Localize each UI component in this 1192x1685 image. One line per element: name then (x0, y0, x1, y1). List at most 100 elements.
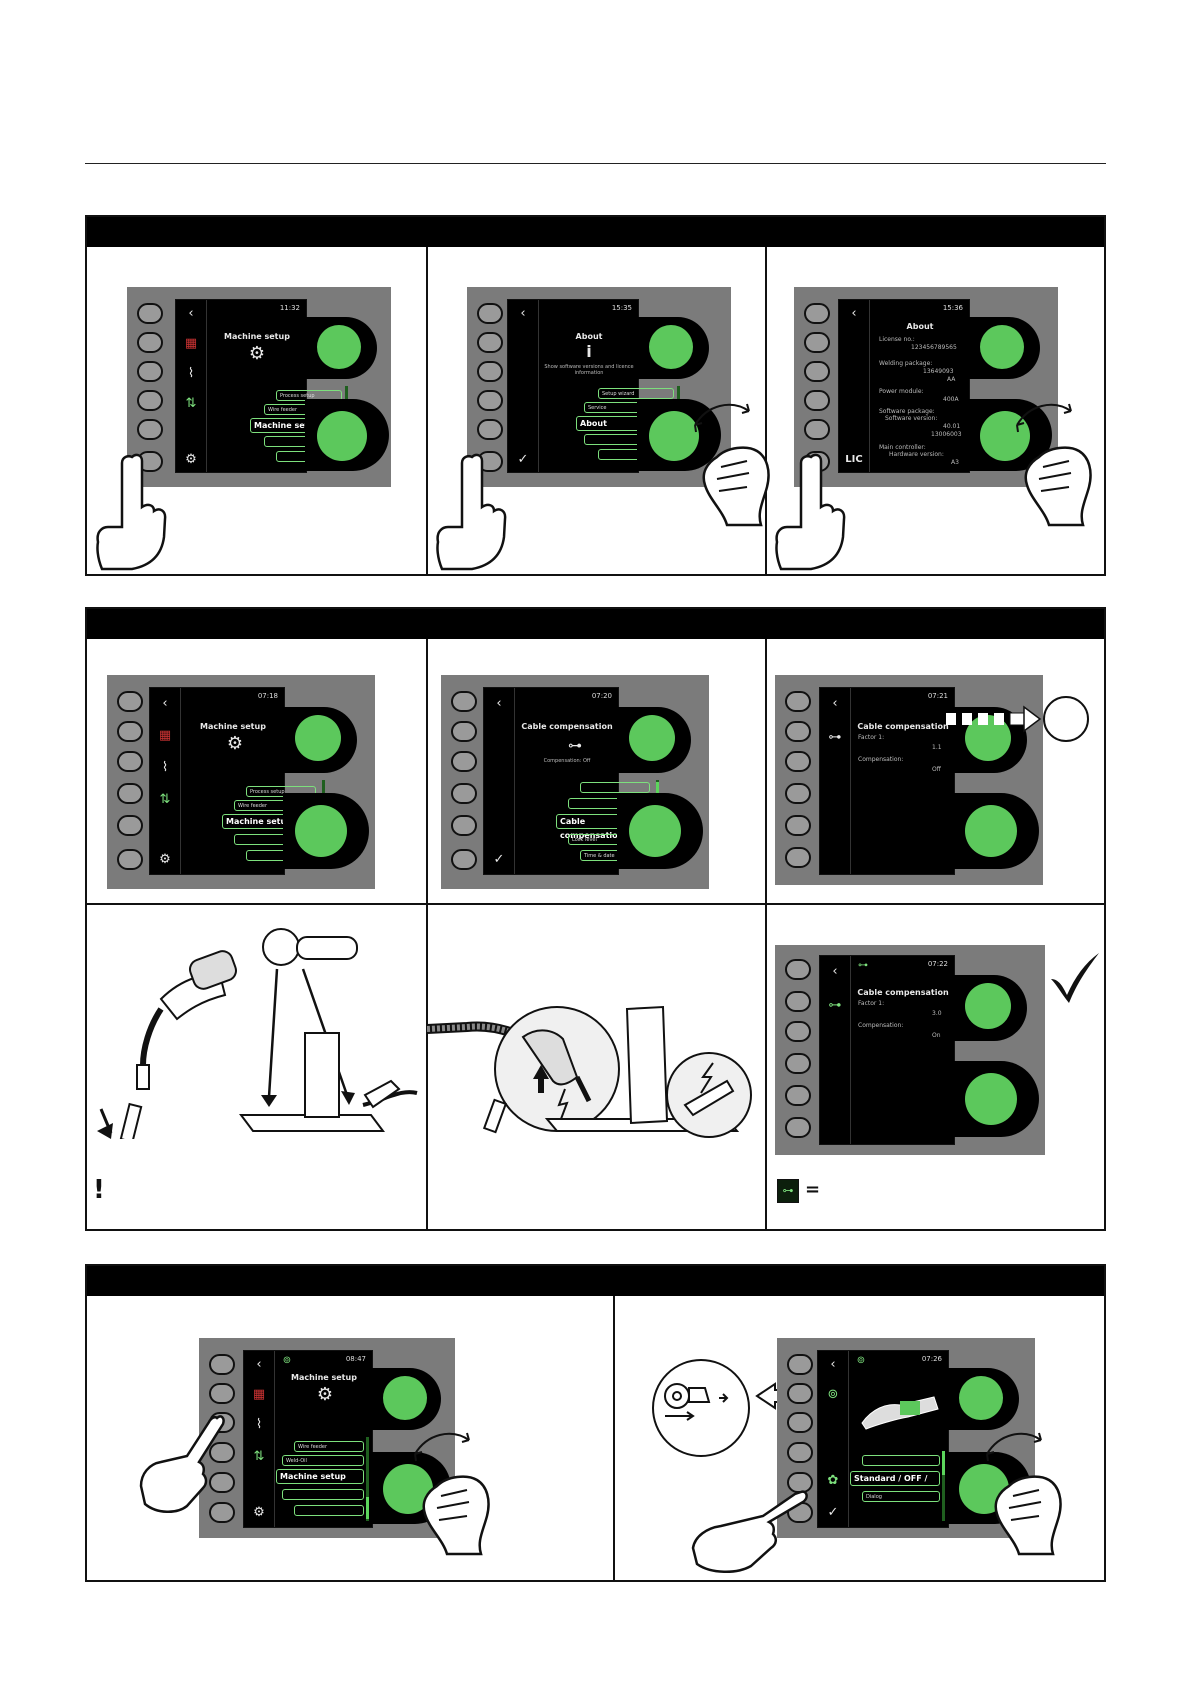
side-button[interactable] (117, 721, 143, 742)
menu-item[interactable]: Process setup (246, 786, 316, 797)
back-icon[interactable]: ‹ (496, 696, 502, 711)
check-icon[interactable]: ✓ (827, 1505, 839, 1520)
side-button[interactable] (787, 1442, 813, 1463)
torch-icon[interactable]: ⌇ (161, 760, 169, 775)
back-icon[interactable]: ‹ (851, 306, 857, 321)
torch-icon[interactable]: ⌇ (255, 1417, 263, 1432)
side-button[interactable] (477, 419, 503, 440)
upper-knob[interactable] (980, 325, 1024, 369)
menu-item-selected[interactable]: Machine setup (276, 1469, 364, 1484)
side-button[interactable] (804, 390, 830, 411)
side-button[interactable] (451, 783, 477, 804)
lower-knob[interactable] (295, 805, 347, 857)
gear-icon[interactable]: ⚙ (253, 1505, 265, 1520)
flag-icon[interactable]: ▦ (158, 728, 172, 743)
side-button[interactable] (209, 1354, 235, 1375)
lower-knob[interactable] (317, 411, 367, 461)
menu-item[interactable] (282, 1489, 364, 1500)
side-button[interactable] (785, 815, 811, 836)
side-button[interactable] (117, 751, 143, 772)
menu-item[interactable]: Setup wizard (598, 388, 674, 399)
licence-icon[interactable]: LIC (845, 454, 863, 465)
lower-knob[interactable] (965, 805, 1017, 857)
side-button[interactable] (137, 419, 163, 440)
side-button[interactable] (787, 1412, 813, 1433)
gear-icon[interactable]: ⚙ (185, 452, 197, 467)
back-icon[interactable]: ‹ (256, 1357, 262, 1372)
back-icon[interactable]: ‹ (832, 964, 838, 979)
side-button[interactable] (477, 332, 503, 353)
upper-knob[interactable] (649, 325, 693, 369)
side-button[interactable] (209, 1472, 235, 1493)
upper-knob[interactable] (959, 1376, 1003, 1420)
side-button[interactable] (785, 847, 811, 868)
side-button[interactable] (785, 783, 811, 804)
menu-item[interactable] (294, 1505, 364, 1516)
wire-feed-icon[interactable]: ⇅ (253, 1449, 265, 1464)
side-button[interactable] (451, 849, 477, 870)
side-button[interactable] (451, 815, 477, 836)
cable-icon[interactable]: ⊶ (828, 730, 842, 745)
upper-knob[interactable] (629, 715, 675, 761)
side-button[interactable] (785, 691, 811, 712)
side-button[interactable] (477, 303, 503, 324)
side-button[interactable] (785, 1053, 811, 1074)
side-button[interactable] (137, 303, 163, 324)
flag-icon[interactable]: ▦ (252, 1387, 266, 1402)
side-button[interactable] (477, 390, 503, 411)
upper-knob[interactable] (383, 1376, 427, 1420)
back-icon[interactable]: ‹ (832, 696, 838, 711)
upper-knob[interactable] (965, 983, 1011, 1029)
side-button[interactable] (804, 303, 830, 324)
side-button[interactable] (785, 721, 811, 742)
side-button[interactable] (137, 361, 163, 382)
side-button[interactable] (117, 815, 143, 836)
torch-icon[interactable]: ⌇ (187, 366, 195, 381)
side-button[interactable] (451, 691, 477, 712)
side-button[interactable] (785, 1085, 811, 1106)
menu-item[interactable]: Dialog (862, 1491, 940, 1502)
side-button[interactable] (804, 332, 830, 353)
menu-item[interactable]: Wire feeder (294, 1441, 364, 1452)
menu-item[interactable] (862, 1455, 940, 1466)
menu-item[interactable]: Weld-Oil (282, 1455, 364, 1466)
upper-knob[interactable] (295, 715, 341, 761)
side-button[interactable] (209, 1502, 235, 1523)
settings-icon[interactable]: ✿ (827, 1473, 839, 1488)
side-button[interactable] (209, 1442, 235, 1463)
back-icon[interactable]: ‹ (162, 696, 168, 711)
check-icon[interactable]: ✓ (493, 852, 505, 867)
side-button[interactable] (451, 721, 477, 742)
side-button[interactable] (785, 959, 811, 980)
side-button[interactable] (785, 991, 811, 1012)
menu-item-selected[interactable]: Standard / OFF / (850, 1471, 940, 1486)
back-icon[interactable]: ‹ (188, 306, 194, 321)
side-button[interactable] (451, 751, 477, 772)
lower-knob[interactable] (629, 805, 681, 857)
side-button[interactable] (137, 332, 163, 353)
back-icon[interactable]: ‹ (520, 306, 526, 321)
side-button[interactable] (787, 1354, 813, 1375)
side-button[interactable] (804, 419, 830, 440)
flag-icon[interactable]: ▦ (184, 336, 198, 351)
upper-knob[interactable] (317, 325, 361, 369)
lower-knob[interactable] (649, 411, 699, 461)
side-button[interactable] (209, 1383, 235, 1404)
side-button[interactable] (137, 390, 163, 411)
menu-item[interactable] (580, 782, 650, 793)
wire-feed-icon[interactable]: ⊚ (827, 1387, 839, 1402)
wire-feed-icon[interactable]: ⇅ (159, 792, 171, 807)
side-button[interactable] (117, 783, 143, 804)
side-button[interactable] (785, 1117, 811, 1138)
back-icon[interactable]: ‹ (830, 1357, 836, 1372)
side-button[interactable] (117, 691, 143, 712)
check-icon[interactable]: ✓ (517, 452, 529, 467)
cable-icon[interactable]: ⊶ (828, 998, 842, 1013)
side-button[interactable] (117, 849, 143, 870)
side-button[interactable] (804, 361, 830, 382)
wire-feed-icon[interactable]: ⇅ (185, 396, 197, 411)
side-button[interactable] (785, 1021, 811, 1042)
lower-knob[interactable] (965, 1073, 1017, 1125)
side-button[interactable] (785, 751, 811, 772)
side-button[interactable] (477, 361, 503, 382)
